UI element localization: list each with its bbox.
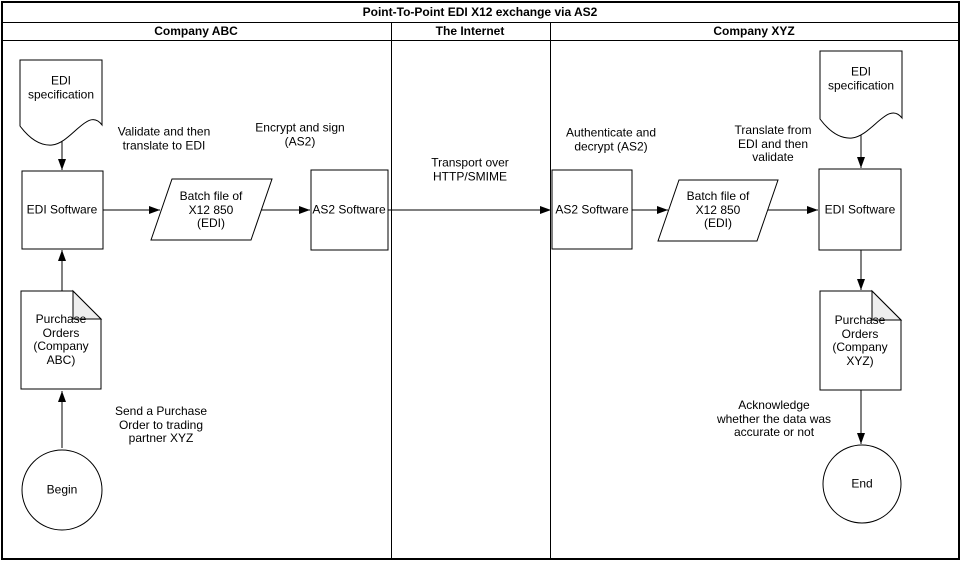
node-label-as2-software-right: AS2 Software (555, 202, 629, 217)
annotation-send-purchase-order: Send a Purchase Order to trading partner… (114, 403, 208, 445)
annotation-transport-http-smime: Transport over HTTP/SMIME (431, 155, 509, 183)
process-shape-edi-software-right (818, 168, 902, 251)
node-label-edi-software-left: EDI Software (26, 202, 98, 217)
terminator-shape-begin (21, 449, 103, 531)
lane-header-company-xyz: Company XYZ (713, 24, 795, 38)
folded-corner-right (871, 289, 903, 321)
process-shape-edi-software-left (21, 170, 104, 250)
node-label-purchase-orders-left: Purchase Orders (Company ABC) (33, 312, 89, 367)
node-label-edi-software-right: EDI Software (824, 202, 896, 217)
folded-corner-left (72, 289, 103, 320)
node-label-as2-software-left: AS2 Software (312, 202, 386, 217)
annotation-validate-translate: Validate and then translate to EDI (117, 124, 211, 152)
node-label-edi-spec-right: EDI specification (827, 64, 895, 92)
data-shape-batch-file-right (657, 179, 779, 242)
process-shape-as2-software-left (310, 169, 389, 251)
node-label-edi-spec-left: EDI specification (27, 73, 95, 101)
document-shape-edi-spec-right (819, 50, 903, 139)
node-label-batch-file-right: Batch file of X12 850 (EDI) (686, 188, 750, 230)
terminator-shape-end (822, 444, 902, 524)
process-shape-as2-software-right (551, 169, 633, 250)
lane-header-the-internet: The Internet (435, 24, 505, 38)
lane-header-company-abc: Company ABC (154, 24, 238, 38)
annotation-encrypt-sign: Encrypt and sign (AS2) (255, 120, 345, 148)
diagram-title: Point-To-Point EDI X12 exchange via AS2 (362, 5, 598, 19)
annotation-authenticate-decrypt: Authenticate and decrypt (AS2) (565, 125, 657, 153)
annotation-translate-validate: Translate from EDI and then validate (734, 122, 812, 164)
data-shape-batch-file-left (150, 178, 273, 241)
node-label-purchase-orders-right: Purchase Orders (Company XYZ) (832, 313, 888, 368)
annotation-acknowledge-data: Acknowledge whether the data was accurat… (716, 397, 832, 439)
node-label-end: End (851, 476, 873, 491)
node-label-batch-file-left: Batch file of X12 850 (EDI) (179, 188, 243, 230)
document-shape-edi-spec-left (19, 59, 103, 146)
node-label-begin: Begin (46, 482, 78, 497)
